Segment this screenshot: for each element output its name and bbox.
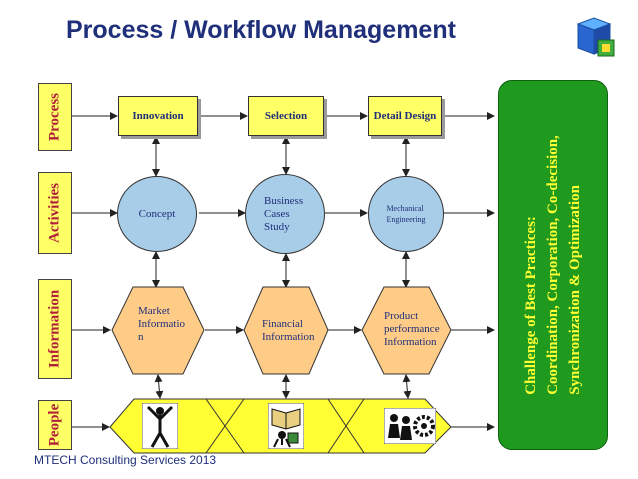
info-product-performance: Product performance Information — [384, 310, 440, 348]
hexagon-product-performance — [361, 286, 452, 375]
arrow — [154, 374, 164, 399]
reading-person-icon — [268, 403, 304, 449]
activity-concept: Concept — [117, 176, 197, 252]
lane-people: People — [38, 400, 72, 450]
page-title: Process / Workflow Management — [66, 16, 456, 44]
callout-line-2: Coordination, Corporation, Co-decision, — [545, 135, 561, 395]
callout-line-3: Synchronization & Optimization — [567, 185, 583, 395]
info-financial-information: Financial Information — [262, 318, 315, 343]
arrow — [402, 374, 412, 399]
company-logo-icon — [576, 17, 615, 57]
lane-information: Information — [38, 279, 72, 379]
person-silhouette-icon — [142, 403, 178, 449]
activity-business-cases-study: Business Cases Study — [245, 174, 325, 254]
lane-process: Process — [38, 83, 72, 151]
callout-line-1: Challenge of Best Practices: — [523, 216, 539, 395]
hexagon-financial-information — [243, 286, 329, 375]
lane-activities: Activities — [38, 172, 72, 254]
process-selection: Selection — [248, 96, 324, 136]
hexagon-market-information — [111, 286, 205, 375]
info-market-information: Market Informatio n — [138, 305, 186, 343]
footer-text: MTECH Consulting Services 2013 — [34, 453, 217, 467]
process-detail-design: Detail Design — [368, 96, 442, 136]
team-gears-icon — [384, 408, 436, 444]
process-innovation: Innovation — [118, 96, 198, 136]
activity-mechanical-engineering: Mechanical Engineering — [368, 176, 444, 252]
best-practices-callout: Challenge of Best Practices: Coordinatio… — [498, 80, 608, 450]
